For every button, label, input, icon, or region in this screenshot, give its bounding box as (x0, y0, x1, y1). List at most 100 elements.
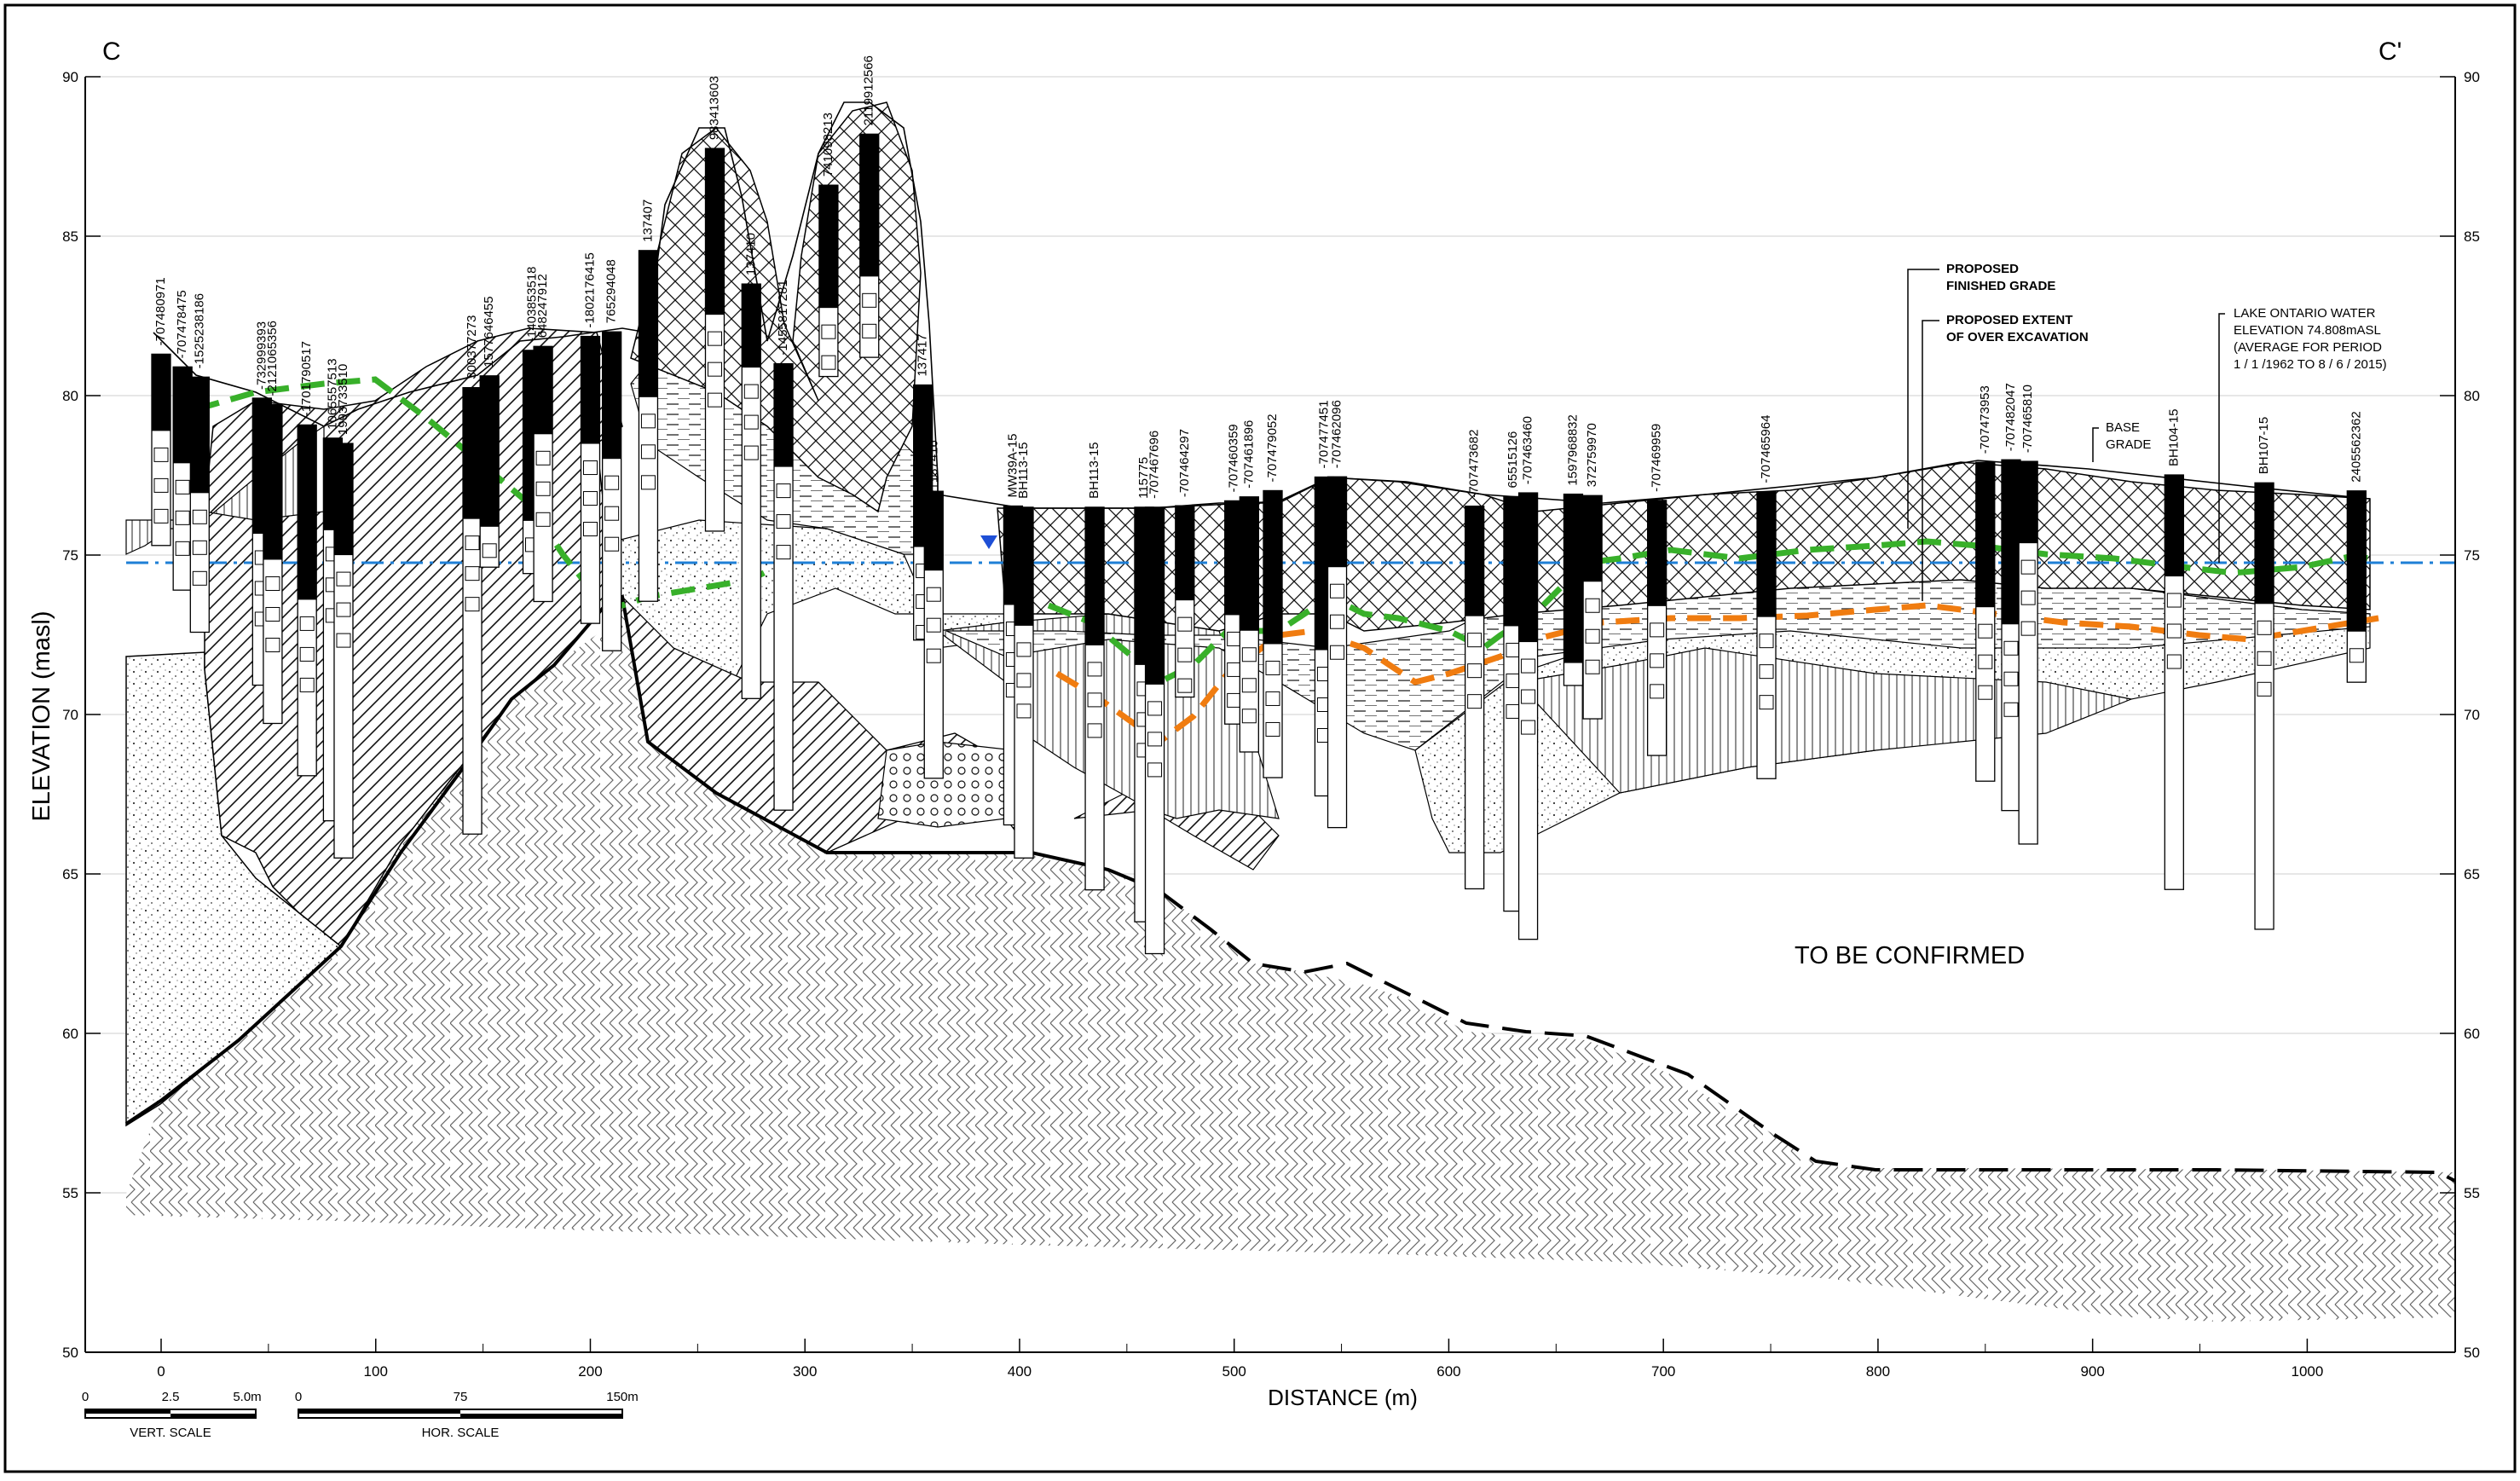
borehole-fill-interval (173, 367, 193, 464)
sample-interval-box (776, 514, 791, 529)
x-tick-label: 700 (1651, 1363, 1675, 1380)
borehole-id-label: 2119912566 (862, 55, 876, 125)
y-axis-title: ELEVATION (masl) (28, 610, 55, 821)
sample-interval-box (175, 510, 190, 525)
sample-interval-box (2257, 620, 2272, 635)
sample-interval-box (743, 384, 759, 399)
sample-interval-box (1521, 689, 1536, 704)
borehole-fill-interval (924, 491, 944, 571)
sample-interval-box (2349, 648, 2364, 663)
x-tick-label: 800 (1866, 1363, 1890, 1380)
sample-interval-box (2003, 671, 2019, 686)
borehole-fill-interval (818, 185, 838, 309)
borehole-fill-interval (1647, 500, 1667, 606)
sample-interval-box (465, 597, 480, 612)
borehole-fill-interval (1014, 506, 1033, 626)
sample-interval-box (1016, 642, 1032, 657)
y-tick-label-left: 80 (62, 388, 78, 404)
borehole-id-label: 137416 (926, 440, 940, 483)
ground-surface-profile (153, 101, 2371, 509)
sample-interval-box (192, 540, 207, 555)
sample-interval-box (1241, 709, 1257, 724)
sample-interval-box (743, 445, 759, 460)
sample-interval-box (1585, 598, 1600, 613)
borehole-id-label: 741098213 (821, 113, 835, 176)
y-tick-label-right: 75 (2464, 547, 2480, 564)
sample-interval-box (175, 541, 190, 556)
y-tick-label-right: 65 (2464, 866, 2480, 882)
borehole-fill-interval (333, 443, 353, 556)
y-tick-label-right: 80 (2464, 388, 2480, 404)
sample-interval-box (2003, 640, 2019, 656)
sample-interval-box (1330, 614, 1345, 629)
borehole-fill-interval (1263, 490, 1283, 645)
bedrock-contact-line (124, 594, 1160, 1125)
borehole-id-label: -707465810 (2020, 385, 2035, 453)
sample-interval-box (1087, 692, 1102, 708)
hor-scale-0: 0 (295, 1390, 302, 1404)
y-tick-label-left: 90 (62, 69, 78, 85)
sample-interval-box (1467, 633, 1483, 648)
borehole-fill-interval (2165, 475, 2184, 577)
finished-grade-label-1: PROPOSED (1946, 262, 2019, 276)
sample-interval-box (1978, 623, 1993, 639)
lake-note-2: ELEVATION 74.808mASL (2234, 323, 2381, 338)
y-tick-label-left: 55 (62, 1185, 78, 1201)
x-tick-label: 400 (1008, 1363, 1032, 1380)
borehole-fill-interval (1224, 500, 1244, 616)
boulder-unit (877, 741, 1015, 828)
borehole-id-label: 983413603 (707, 76, 721, 140)
sample-interval-box (1650, 653, 1665, 668)
sample-interval-box (582, 460, 598, 476)
over-excavation-callout: PROPOSED EXTENT OF OVER EXCAVATION (1922, 313, 2089, 601)
borehole-fill-interval (705, 148, 725, 315)
sample-interval-box (604, 506, 620, 521)
borehole-id-label: -707473953 (1978, 385, 1992, 454)
sample-interval-box (582, 491, 598, 506)
borehole-id-label: 648247912 (535, 274, 550, 338)
sample-interval-box (265, 576, 280, 591)
sample-interval-box (1177, 647, 1193, 662)
hor-scale-title: HOR. SCALE (422, 1426, 500, 1440)
sample-interval-box (1016, 673, 1032, 688)
borehole-fill-interval (2347, 490, 2367, 632)
sample-interval-box (465, 535, 480, 551)
sample-interval-box (776, 545, 791, 560)
lake-note-3: (AVERAGE FOR PERIOD (2234, 340, 2382, 355)
vert-scale-title: VERT. SCALE (130, 1426, 211, 1440)
borehole-id-label: -1403853518 (525, 266, 540, 341)
finished-grade-label-2: FINISHED GRADE (1946, 279, 2055, 293)
x-tick-label: 1000 (2291, 1363, 2323, 1380)
borehole-id-label: -707477451 (1316, 400, 1331, 468)
sample-interval-box (862, 323, 877, 338)
borehole-fill-interval (1240, 496, 1259, 631)
over-excavation-label-1: PROPOSED EXTENT (1946, 313, 2072, 327)
cross-hatch-fill-upper (630, 101, 922, 513)
lake-water-callout: LAKE ONTARIO WATER ELEVATION 74.808mASL … (2218, 306, 2387, 563)
sample-interval-box (465, 566, 480, 581)
borehole-id-label: BH113-15 (1087, 442, 1101, 498)
sample-interval-box (821, 324, 836, 339)
sample-interval-box (1241, 678, 1257, 693)
borehole-id-label: -707480971 (153, 277, 168, 345)
bedrock-unit (126, 597, 2455, 1322)
sample-interval-box (336, 571, 351, 587)
sample-interval-box (1521, 720, 1536, 735)
sample-interval-box (153, 477, 169, 493)
borehole-fill-interval (1175, 506, 1194, 601)
borehole-fill-interval (2019, 461, 2038, 544)
section-end-label: C' (2378, 38, 2402, 66)
sample-interval-box (1016, 703, 1032, 719)
sample-interval-box (1087, 662, 1102, 677)
borehole-id-label: 1597968832 (1565, 414, 1580, 485)
y-tick-label-right: 85 (2464, 229, 2480, 245)
borehole-fill-interval (1085, 506, 1105, 645)
sample-interval-box (1265, 721, 1280, 737)
base-grade-callout: BASE GRADE (2092, 420, 2151, 462)
hor-scale-mid: 75 (454, 1390, 468, 1404)
sample-interval-box (153, 508, 169, 524)
sample-interval-box (2003, 702, 2019, 717)
section-start-label: C (102, 38, 121, 66)
